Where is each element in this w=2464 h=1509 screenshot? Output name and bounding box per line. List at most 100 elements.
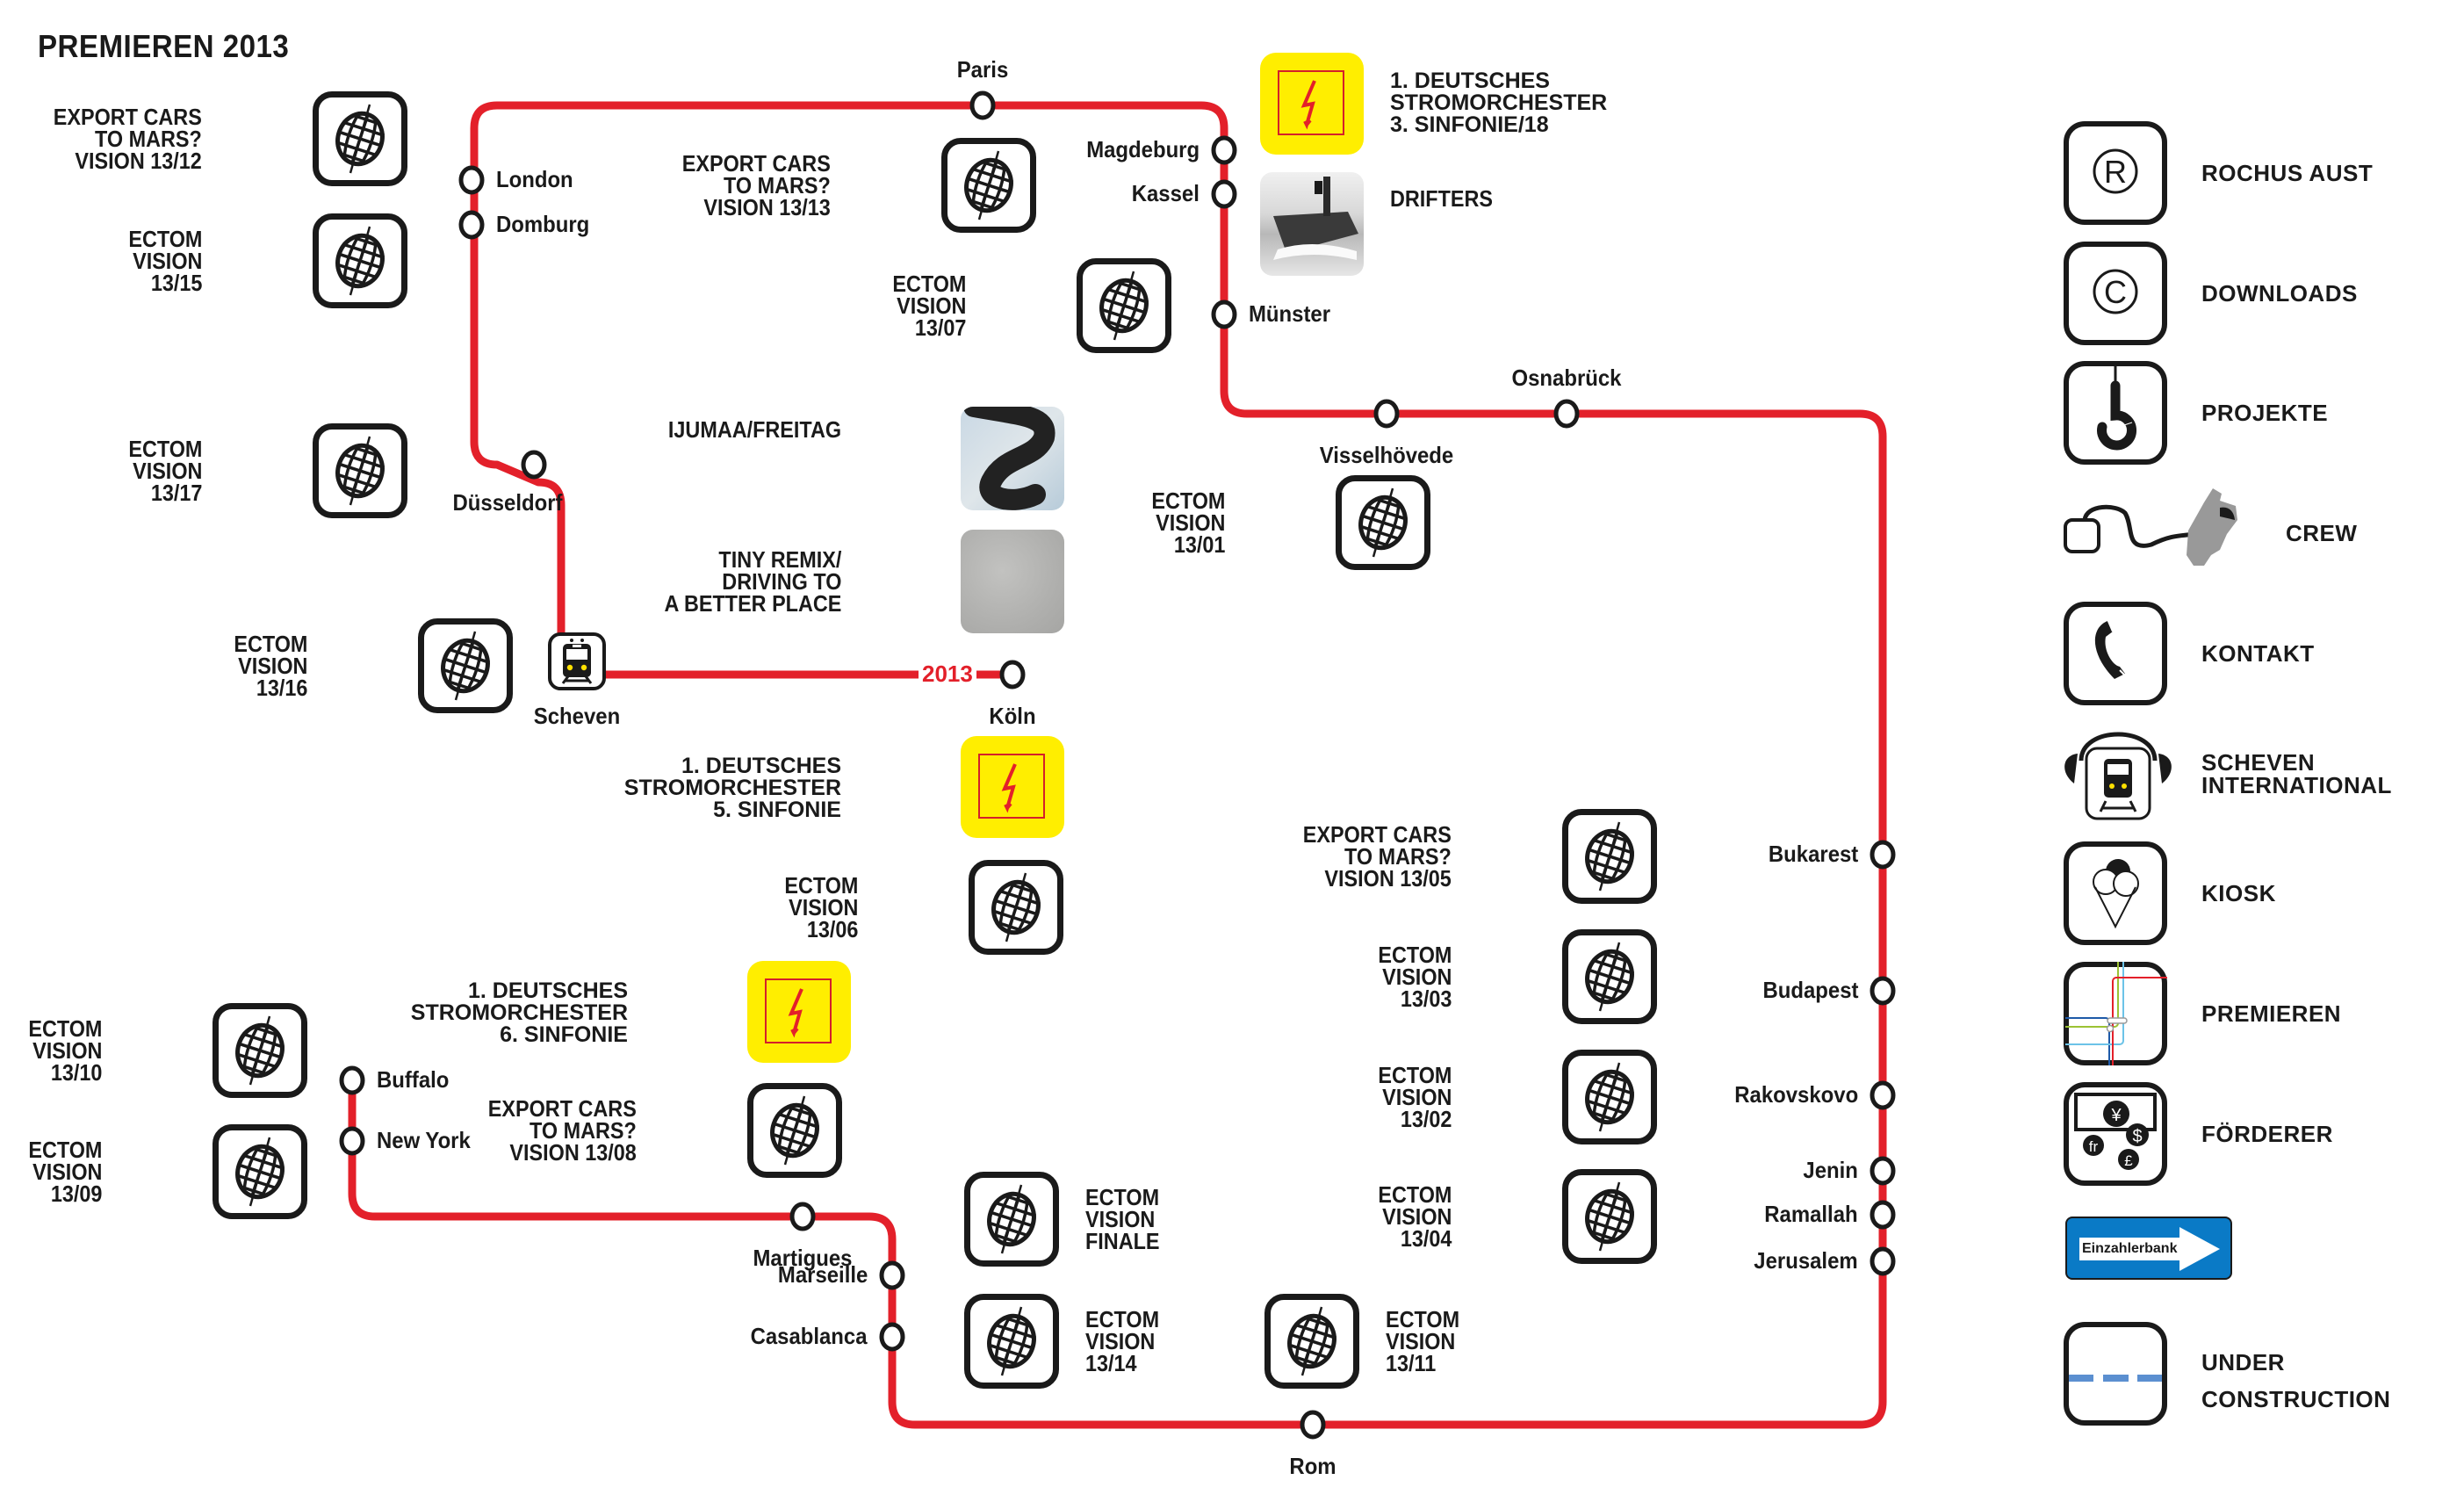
station-budapest[interactable] xyxy=(1870,976,1896,1006)
station-label-martigues[interactable]: Martigues xyxy=(753,1245,853,1271)
globe-icon xyxy=(1077,258,1171,353)
station-label-jenin[interactable]: Jenin xyxy=(1803,1157,1858,1183)
station-martigues[interactable] xyxy=(789,1202,816,1231)
nav-label-projekte[interactable]: PROJEKTE xyxy=(2201,400,2329,426)
nav-label-foerderer[interactable]: FÖRDERER xyxy=(2201,1121,2333,1147)
work-label: ECTOM VISION 13/14 xyxy=(1085,1305,1160,1376)
station-label-koeln[interactable]: Köln xyxy=(989,703,1036,729)
copyright-icon: C xyxy=(2064,242,2167,345)
station-label-paris[interactable]: Paris xyxy=(956,56,1009,83)
station-muenster[interactable] xyxy=(1211,300,1237,329)
station-label-magdeburg[interactable]: Magdeburg xyxy=(1086,136,1200,162)
svg-text:R: R xyxy=(2104,154,2127,190)
station-label-duesseldorf[interactable]: Düsseldorf xyxy=(452,489,563,516)
station-paris[interactable] xyxy=(969,90,996,120)
work-label: ECTOM VISION 13/01 xyxy=(1150,487,1225,558)
scheven-train-station-icon[interactable] xyxy=(548,632,606,690)
nav-label-rochus-aust[interactable]: ROCHUS AUST xyxy=(2201,160,2374,186)
work-label: EXPORT CARS TO MARS? VISION 13/08 xyxy=(487,1094,637,1166)
station-label-ramallah[interactable]: Ramallah xyxy=(1764,1201,1858,1227)
arrow-right-icon xyxy=(2179,1227,2220,1271)
station-london[interactable] xyxy=(458,165,485,195)
station-osnabrueck[interactable] xyxy=(1553,399,1580,429)
globe-icon xyxy=(1562,809,1657,904)
work-label: ECTOM VISION 13/02 xyxy=(1377,1061,1452,1132)
station-label-marseille[interactable]: Marseille xyxy=(777,1261,868,1288)
station-label-muenster[interactable]: Münster xyxy=(1249,300,1331,327)
station-label-bukarest[interactable]: Bukarest xyxy=(1768,841,1858,867)
station-rakovskovo[interactable] xyxy=(1870,1080,1896,1110)
transit-map-icon xyxy=(2064,962,2167,1065)
work-label: 1. DEUTSCHES STROMORCHESTER 3. SINFONIE/… xyxy=(1390,69,1608,137)
station-magdeburg[interactable] xyxy=(1211,135,1237,165)
station-label-new-york[interactable]: New York xyxy=(377,1127,471,1153)
registered-icon: R xyxy=(2064,121,2167,225)
work-label: ECTOM VISION 13/04 xyxy=(1377,1180,1452,1252)
station-label-buffalo[interactable]: Buffalo xyxy=(377,1066,450,1093)
nav-label-kiosk[interactable]: KIOSK xyxy=(2201,880,2276,906)
station-rom[interactable] xyxy=(1300,1410,1326,1440)
station-label-scheven[interactable]: Scheven xyxy=(533,703,621,729)
station-label-rakovskovo[interactable]: Rakovskovo xyxy=(1734,1081,1858,1108)
globe-icon xyxy=(1562,929,1657,1024)
globe-icon xyxy=(418,618,513,713)
sign-bar xyxy=(2079,1238,2187,1260)
station-jerusalem[interactable] xyxy=(1870,1246,1896,1276)
svg-text:£: £ xyxy=(2124,1152,2133,1169)
station-label-osnabrueck[interactable]: Osnabrück xyxy=(1511,365,1622,391)
nav-label-premieren[interactable]: PREMIEREN xyxy=(2201,1000,2342,1027)
station-kassel[interactable] xyxy=(1211,179,1237,209)
station-ramallah[interactable] xyxy=(1870,1200,1896,1230)
station-koeln[interactable] xyxy=(999,660,1026,690)
station-new-york[interactable] xyxy=(339,1126,365,1156)
station-label-rom[interactable]: Rom xyxy=(1289,1453,1336,1479)
einzahlerbank-sign[interactable]: Einzahlerbank xyxy=(2065,1217,2232,1280)
nav-label-kontakt[interactable]: KONTAKT xyxy=(2201,640,2315,667)
map-scarf-photo xyxy=(961,407,1064,510)
work-label: ECTOM VISION 13/10 xyxy=(27,1014,103,1086)
station-buffalo[interactable] xyxy=(339,1065,365,1095)
einzahlerbank-label: Einzahlerbank xyxy=(2082,1241,2178,1256)
dashed-line-icon xyxy=(2064,1322,2167,1426)
svg-text:C: C xyxy=(2104,274,2127,310)
globe-icon xyxy=(964,1172,1059,1267)
work-label: ECTOM VISION 13/15 xyxy=(127,225,202,296)
station-jenin[interactable] xyxy=(1870,1156,1896,1186)
station-label-casablanca[interactable]: Casablanca xyxy=(751,1323,868,1349)
station-label-london[interactable]: London xyxy=(496,166,573,192)
nav-label-under-construction[interactable]: UNDER CONSTRUCTION xyxy=(2201,1349,2391,1412)
station-label-budapest[interactable]: Budapest xyxy=(1762,977,1858,1003)
globe-icon xyxy=(313,91,407,186)
station-bukarest[interactable] xyxy=(1870,840,1896,870)
work-label: EXPORT CARS TO MARS? VISION 13/13 xyxy=(681,149,831,220)
globe-icon xyxy=(213,1124,307,1219)
crane-hook-icon xyxy=(2064,361,2167,465)
svg-text:fr: fr xyxy=(2089,1138,2099,1155)
work-label: DRIFTERS xyxy=(1390,185,1493,212)
station-visselhoevede[interactable] xyxy=(1373,399,1400,429)
globe-icon xyxy=(313,423,407,518)
station-label-jerusalem[interactable]: Jerusalem xyxy=(1754,1247,1858,1274)
globe-icon xyxy=(964,1294,1059,1389)
station-marseille[interactable] xyxy=(879,1260,905,1290)
page-title: PREMIEREN 2013 xyxy=(38,28,290,64)
work-label: 1. DEUTSCHES STROMORCHESTER 5. SINFONIE xyxy=(623,754,841,822)
work-label: ECTOM VISION 13/11 xyxy=(1386,1305,1460,1376)
nav-label-scheven-international[interactable]: SCHEVEN INTERNATIONAL xyxy=(2201,749,2392,798)
svg-text:¥: ¥ xyxy=(2110,1106,2122,1125)
year-label: 2013 xyxy=(919,661,976,688)
station-casablanca[interactable] xyxy=(879,1322,905,1352)
nav-label-downloads[interactable]: DOWNLOADS xyxy=(2201,280,2358,307)
globe-icon xyxy=(969,860,1063,955)
station-duesseldorf[interactable] xyxy=(521,450,547,480)
station-label-visselhoevede[interactable]: Visselhövede xyxy=(1319,442,1454,468)
globe-icon xyxy=(1264,1294,1359,1389)
work-label: TINY REMIX/ DRIVING TO A BETTER PLACE xyxy=(664,545,841,617)
station-label-domburg[interactable]: Domburg xyxy=(496,211,590,237)
station-label-kassel[interactable]: Kassel xyxy=(1131,180,1200,206)
station-domburg[interactable] xyxy=(458,210,485,240)
asphalt-photo xyxy=(961,530,1064,633)
train-headphones-icon xyxy=(2057,717,2179,831)
nav-label-crew[interactable]: CREW xyxy=(2286,520,2358,546)
